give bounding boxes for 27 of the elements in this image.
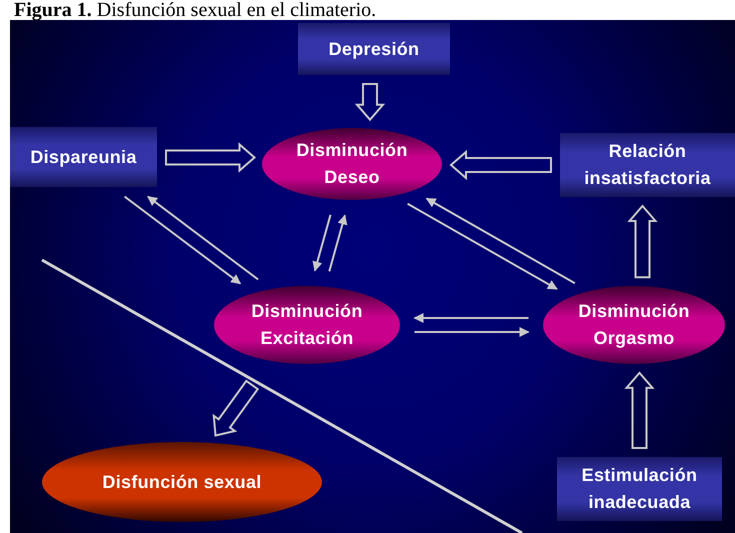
figure-title: Figura 1. Disfunción sexual en el climaterio.	[14, 0, 376, 20]
block-arrow	[212, 380, 260, 437]
arrow	[407, 202, 558, 290]
arrow	[328, 214, 348, 272]
node-label: Disminución Excitación	[250, 300, 364, 350]
arrow	[124, 196, 242, 284]
arrow	[312, 214, 332, 272]
node-label: Relación insatisfactoria	[583, 140, 712, 190]
node-label: Depresión	[328, 38, 420, 61]
factor-box	[10, 127, 157, 187]
arrow	[414, 327, 530, 337]
arrow	[414, 313, 528, 323]
node-label: Dispareunia	[30, 146, 137, 169]
block-arrow	[354, 83, 386, 122]
arrow	[426, 198, 576, 284]
arrow	[147, 196, 259, 280]
block-arrow	[624, 371, 655, 449]
node-label: Disminución Deseo	[295, 139, 409, 189]
factor-box	[557, 457, 722, 521]
node-label: Disminución Orgasmo	[577, 300, 691, 350]
factor-box	[560, 133, 735, 197]
block-arrow	[627, 204, 658, 278]
factor-box	[298, 23, 450, 75]
block-arrow	[449, 150, 552, 180]
node-label: Estimulación inadecuada	[580, 464, 698, 514]
block-arrow	[165, 142, 256, 173]
node-label: Disfunción sexual	[102, 470, 262, 494]
